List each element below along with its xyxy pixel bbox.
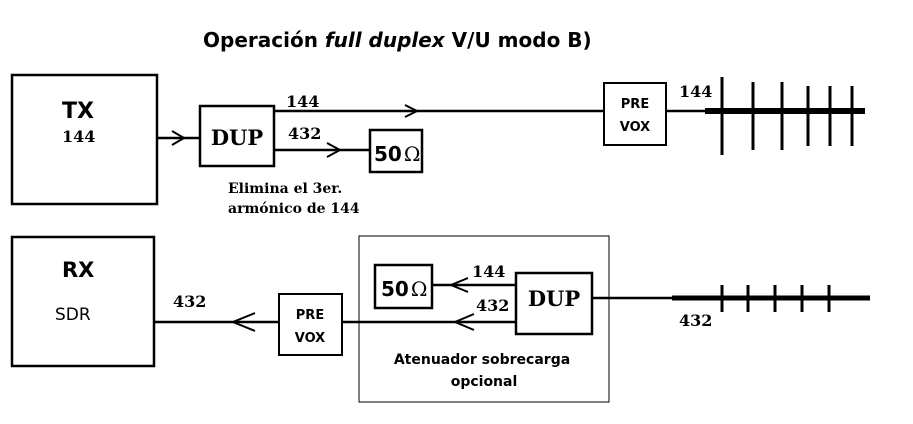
tx-freq: 144: [62, 127, 95, 146]
rx-sub-label: SDR: [55, 305, 91, 325]
bottom-dup-box: [514, 271, 594, 336]
top-note-line1: Elimina el 3er.: [228, 181, 342, 197]
bottom-prevox-line1: PRE: [296, 308, 324, 323]
top-dup-box: [198, 104, 276, 168]
rx-label: RX: [62, 258, 94, 282]
tx-box: [10, 73, 159, 206]
top-dup-label: DUP: [211, 125, 264, 150]
bottom-50ohm-box: [373, 263, 434, 310]
bottom-antenna-freq: 432: [679, 311, 712, 330]
top-dup-432-label: 432: [288, 124, 321, 143]
rx-link-freq: 432: [173, 292, 206, 311]
top-antenna-freq: 144: [679, 82, 712, 101]
top-dup-144-label: 144: [286, 92, 319, 111]
bottom-dup-144-label: 144: [472, 262, 505, 281]
top-prevox-box: [603, 82, 667, 146]
top-144-arrow: [404, 104, 420, 118]
attenuator-note-line1: Atenuador sobrecarga: [394, 352, 570, 368]
rx-link-arrow: [230, 312, 256, 332]
tx-label: TX: [62, 99, 94, 124]
bottom-prevox-line2: VOX: [295, 331, 325, 346]
top-prevox-line2: VOX: [620, 120, 650, 135]
top-432-arrow: [326, 142, 343, 158]
bottom-antenna-elements: [720, 285, 831, 312]
top-prevox-line1: PRE: [621, 97, 649, 112]
top-50ohm-box: [368, 128, 424, 174]
bottom-144-arrow: [448, 277, 469, 293]
bottom-dup-label: DUP: [528, 286, 581, 311]
bottom-432-arrow: [452, 313, 475, 331]
attenuator-note-line2: opcional: [451, 374, 518, 390]
attenuator-group-box: [358, 235, 610, 403]
top-note-line2: armónico de 144: [228, 201, 360, 217]
bottom-dup-432-label: 432: [476, 296, 509, 315]
bottom-prevox-box: [278, 293, 343, 356]
tx-to-dup-arrow: [171, 130, 186, 146]
diagram-title: Operación full duplex V/U modo B): [203, 28, 592, 52]
rx-box: [10, 235, 156, 368]
top-antenna-elements: [720, 77, 854, 155]
